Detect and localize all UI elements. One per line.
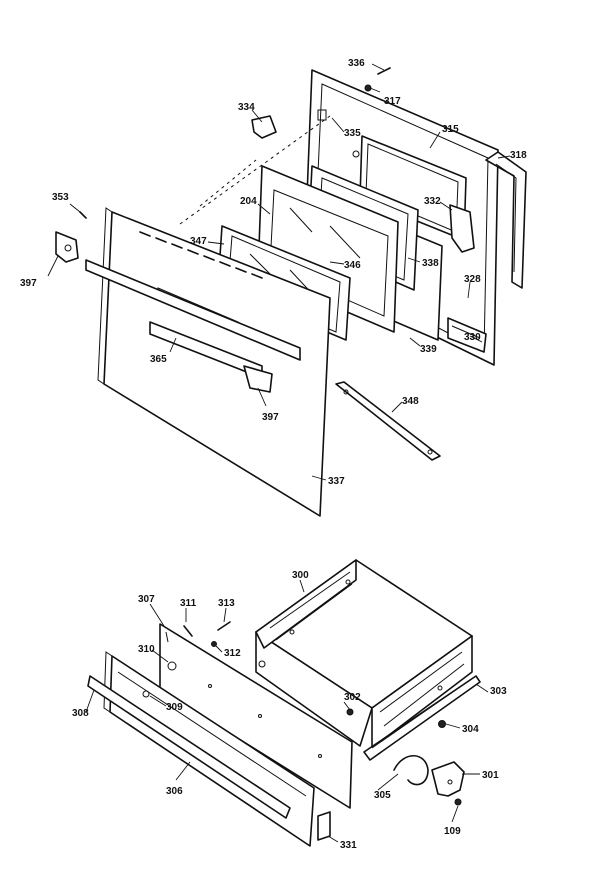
part-label: 335: [344, 128, 361, 139]
part-label: 347: [190, 236, 207, 247]
part-label: 317: [384, 96, 401, 107]
clip-part-331: [317, 811, 331, 841]
part-label: 328: [464, 274, 481, 285]
part-label: 302: [344, 692, 361, 703]
screw-312-icon: [211, 641, 217, 647]
part-label: 300: [292, 570, 309, 581]
part-label: 318: [510, 150, 527, 161]
part-label: 311: [180, 598, 197, 609]
part-label: 301: [482, 770, 499, 781]
part-label: 353: [52, 192, 69, 203]
part-label: 338: [422, 258, 439, 269]
clip-part-334: [251, 115, 277, 139]
part-label: 313: [218, 598, 235, 609]
part-label: 308: [72, 708, 89, 719]
part-label: 348: [402, 396, 419, 407]
part-label: 303: [490, 686, 507, 697]
nut-304-icon: [438, 720, 446, 728]
screw-353-icon: [79, 211, 87, 219]
part-label: 334: [238, 102, 255, 113]
part-label: 397: [262, 412, 279, 423]
part-labels: 336 317 334 335 315 318 353 204 332 347 …: [20, 58, 527, 851]
storage-drawer-assembly: [85, 559, 489, 847]
vent-slots: [139, 231, 263, 279]
assembly-line: [199, 159, 257, 207]
side-trim-part: [485, 151, 527, 289]
part-label: 339: [420, 344, 437, 355]
hinge-bracket-left: [55, 231, 79, 263]
part-label: 337: [328, 476, 345, 487]
oven-door-assembly: [47, 63, 527, 517]
part-label: 397: [20, 278, 37, 289]
part-label: 304: [462, 724, 479, 735]
part-label: 306: [166, 786, 183, 797]
part-label: 305: [374, 790, 391, 801]
part-label: 331: [340, 840, 357, 851]
door-top-trim: [85, 259, 301, 361]
window-pack-part-346: [257, 165, 399, 333]
spring-part-305: [393, 754, 429, 786]
part-label: 365: [150, 354, 167, 365]
bracket-part-332: [449, 204, 475, 253]
part-label: 309: [166, 702, 183, 713]
part-label: 310: [138, 644, 155, 655]
drawer-trim-part-308: [87, 675, 291, 819]
part-label: 315: [442, 124, 459, 135]
screw-109-icon: [454, 798, 462, 806]
part-label: 204: [240, 196, 257, 207]
screw-311-icon: [183, 625, 193, 637]
screw-302-icon: [346, 708, 354, 716]
door-strip-part-348: [335, 381, 441, 461]
screw-336-icon: [364, 67, 391, 92]
assembly-line: [179, 115, 331, 225]
drawer-body-part: [255, 559, 473, 749]
part-label: 330: [464, 332, 481, 343]
part-label: 307: [138, 594, 155, 605]
part-label: 346: [344, 260, 361, 271]
part-label: 109: [444, 826, 461, 837]
part-label: 312: [224, 648, 241, 659]
screw-313-icon: [217, 621, 231, 631]
drawer-front-liner-part: [159, 623, 353, 809]
part-label: 336: [348, 58, 365, 69]
slide-rail-part-303: [363, 675, 481, 761]
part-label: 332: [424, 196, 441, 207]
bracket-part-330: [447, 317, 487, 353]
bracket-part-301: [431, 761, 465, 797]
